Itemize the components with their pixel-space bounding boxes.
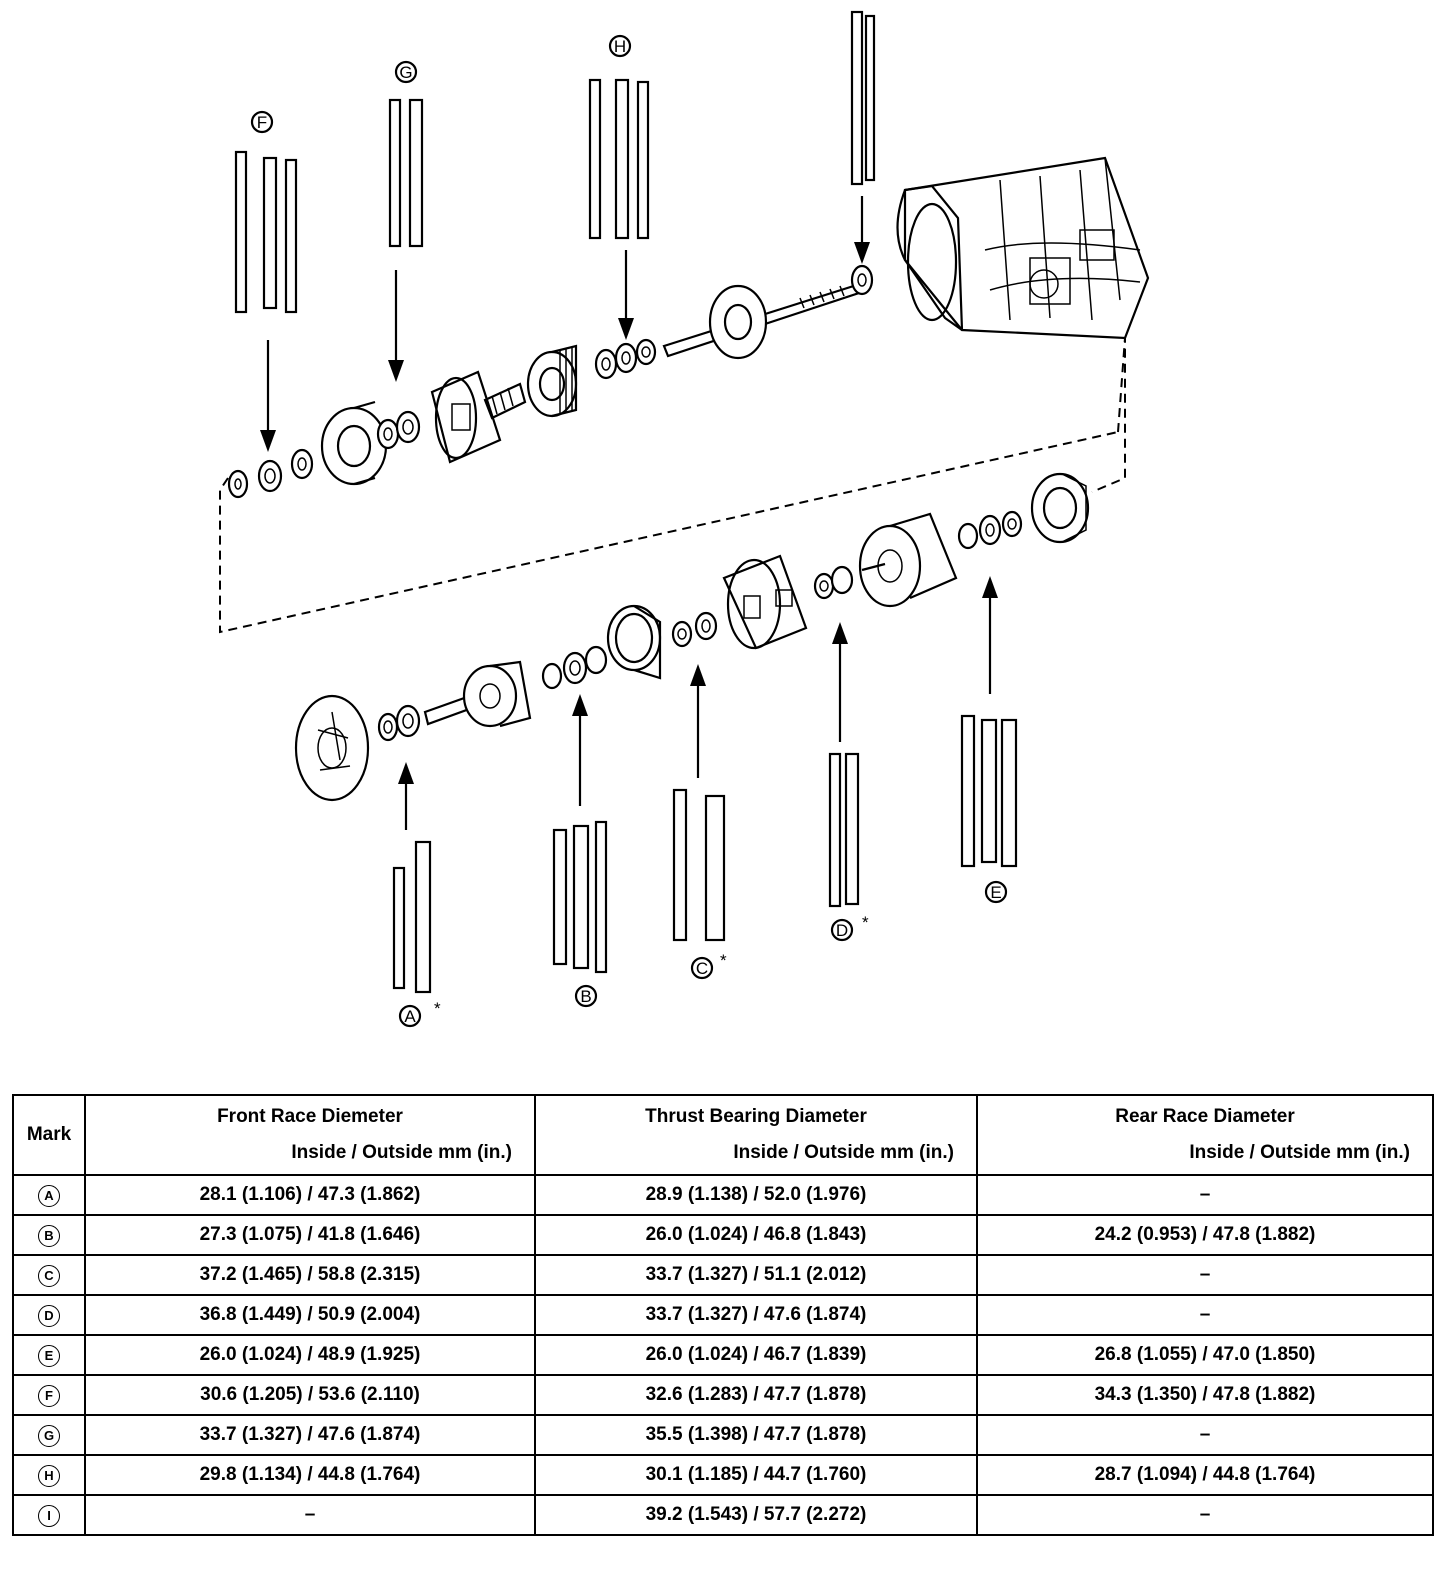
thrust-bearing-cell: 32.6 (1.283) / 47.7 (1.878)	[534, 1374, 978, 1416]
mark-cell: A	[12, 1174, 86, 1216]
detail-e	[960, 714, 1018, 868]
thrust-bearing-cell: 28.9 (1.138) / 52.0 (1.976)	[534, 1174, 978, 1216]
rear-race-cell: –	[976, 1294, 1434, 1336]
rear-race-cell: 28.7 (1.094) / 44.8 (1.764)	[976, 1454, 1434, 1496]
thrust-bearing-cell: 39.2 (1.543) / 57.7 (2.272)	[534, 1494, 978, 1536]
label-f: F	[250, 110, 274, 134]
label-b: B	[574, 984, 598, 1008]
lower-row-parts	[294, 472, 1090, 802]
mark-cell: F	[12, 1374, 86, 1416]
mark-cell: G	[12, 1414, 86, 1456]
thrust-bearing-cell: 35.5 (1.398) / 47.7 (1.878)	[534, 1414, 978, 1456]
front-race-cell: 30.6 (1.205) / 53.6 (2.110)	[84, 1374, 536, 1416]
detail-b	[552, 820, 608, 974]
header-front-race: Front Race Diemeter Inside / Outside mm …	[84, 1094, 536, 1176]
svg-text:C: C	[696, 959, 708, 978]
detail-f	[234, 150, 298, 314]
table-row: F 30.6 (1.205) / 53.6 (2.110) 32.6 (1.28…	[12, 1374, 1434, 1416]
table-row: H 29.8 (1.134) / 44.8 (1.764) 30.1 (1.18…	[12, 1454, 1434, 1496]
table-row: G 33.7 (1.327) / 47.6 (1.874) 35.5 (1.39…	[12, 1414, 1434, 1456]
svg-text:E: E	[990, 883, 1001, 902]
svg-text:*: *	[434, 999, 441, 1018]
thrust-bearing-cell: 33.7 (1.327) / 51.1 (2.012)	[534, 1254, 978, 1296]
dashed-connector	[219, 337, 1126, 634]
label-g: G	[394, 60, 418, 84]
header-thrust-bearing: Thrust Bearing Diameter Inside / Outside…	[534, 1094, 978, 1176]
front-race-cell: 29.8 (1.134) / 44.8 (1.764)	[84, 1454, 536, 1496]
arrows	[260, 196, 998, 830]
svg-text:*: *	[720, 951, 727, 970]
mark-cell: D	[12, 1294, 86, 1336]
detail-g	[388, 98, 424, 248]
table-row: D 36.8 (1.449) / 50.9 (2.004) 33.7 (1.32…	[12, 1294, 1434, 1336]
mark-cell: B	[12, 1214, 86, 1256]
table-row: I – 39.2 (1.543) / 57.7 (2.272) –	[12, 1494, 1434, 1536]
front-race-cell: –	[84, 1494, 536, 1536]
table-row: B 27.3 (1.075) / 41.8 (1.646) 26.0 (1.02…	[12, 1214, 1434, 1256]
rear-race-cell: –	[976, 1494, 1434, 1536]
svg-text:*: *	[862, 913, 869, 932]
front-race-cell: 27.3 (1.075) / 41.8 (1.646)	[84, 1214, 536, 1256]
rear-race-cell: –	[976, 1174, 1434, 1216]
rear-race-cell: 26.8 (1.055) / 47.0 (1.850)	[976, 1334, 1434, 1376]
bearing-diameter-table: Mark Front Race Diemeter Inside / Outsid…	[12, 1094, 1434, 1536]
front-race-cell: 28.1 (1.106) / 47.3 (1.862)	[84, 1174, 536, 1216]
mark-cell: E	[12, 1334, 86, 1376]
thrust-bearing-cell: 26.0 (1.024) / 46.8 (1.843)	[534, 1214, 978, 1256]
svg-text:A: A	[404, 1007, 416, 1026]
table-row: E 26.0 (1.024) / 48.9 (1.925) 26.0 (1.02…	[12, 1334, 1434, 1376]
rear-race-cell: –	[976, 1414, 1434, 1456]
label-d: D *	[830, 913, 869, 942]
mark-cell: H	[12, 1454, 86, 1496]
detail-c	[672, 788, 726, 942]
svg-text:F: F	[257, 113, 267, 132]
svg-text:B: B	[580, 987, 591, 1006]
table-row: C 37.2 (1.465) / 58.8 (2.315) 33.7 (1.32…	[12, 1254, 1434, 1296]
thrust-bearing-cell: 26.0 (1.024) / 46.7 (1.839)	[534, 1334, 978, 1376]
transmission-case	[896, 156, 1150, 340]
circled-labels: F G H A * B C * D * E	[250, 34, 1008, 1028]
svg-text:H: H	[614, 37, 626, 56]
detail-d	[828, 752, 860, 908]
rear-race-cell: –	[976, 1254, 1434, 1296]
header-mark: Mark	[12, 1094, 86, 1176]
thrust-bearing-cell: 30.1 (1.185) / 44.7 (1.760)	[534, 1454, 978, 1496]
detail-a	[392, 840, 432, 994]
front-race-cell: 26.0 (1.024) / 48.9 (1.925)	[84, 1334, 536, 1376]
label-h: H	[608, 34, 632, 58]
mark-cell: I	[12, 1494, 86, 1536]
mark-cell: C	[12, 1254, 86, 1296]
table-row: A 28.1 (1.106) / 47.3 (1.862) 28.9 (1.13…	[12, 1174, 1434, 1216]
svg-text:D: D	[836, 921, 848, 940]
header-rear-race: Rear Race Diameter Inside / Outside mm (…	[976, 1094, 1434, 1176]
front-race-cell: 33.7 (1.327) / 47.6 (1.874)	[84, 1414, 536, 1456]
exploded-transmission-diagram: F G H A * B C * D * E	[219, 10, 1150, 1028]
bearing-details	[234, 10, 1018, 994]
label-a: A *	[398, 999, 441, 1028]
front-race-cell: 37.2 (1.465) / 58.8 (2.315)	[84, 1254, 536, 1296]
table-header-row: Mark Front Race Diemeter Inside / Outsid…	[12, 1094, 1434, 1176]
detail-i	[850, 10, 876, 186]
upper-row-parts	[227, 264, 874, 499]
label-c: C *	[690, 951, 727, 980]
rear-race-cell: 24.2 (0.953) / 47.8 (1.882)	[976, 1214, 1434, 1256]
rear-race-cell: 34.3 (1.350) / 47.8 (1.882)	[976, 1374, 1434, 1416]
detail-h	[588, 78, 650, 240]
thrust-bearing-cell: 33.7 (1.327) / 47.6 (1.874)	[534, 1294, 978, 1336]
svg-text:G: G	[399, 63, 412, 82]
label-e: E	[984, 880, 1008, 904]
front-race-cell: 36.8 (1.449) / 50.9 (2.004)	[84, 1294, 536, 1336]
